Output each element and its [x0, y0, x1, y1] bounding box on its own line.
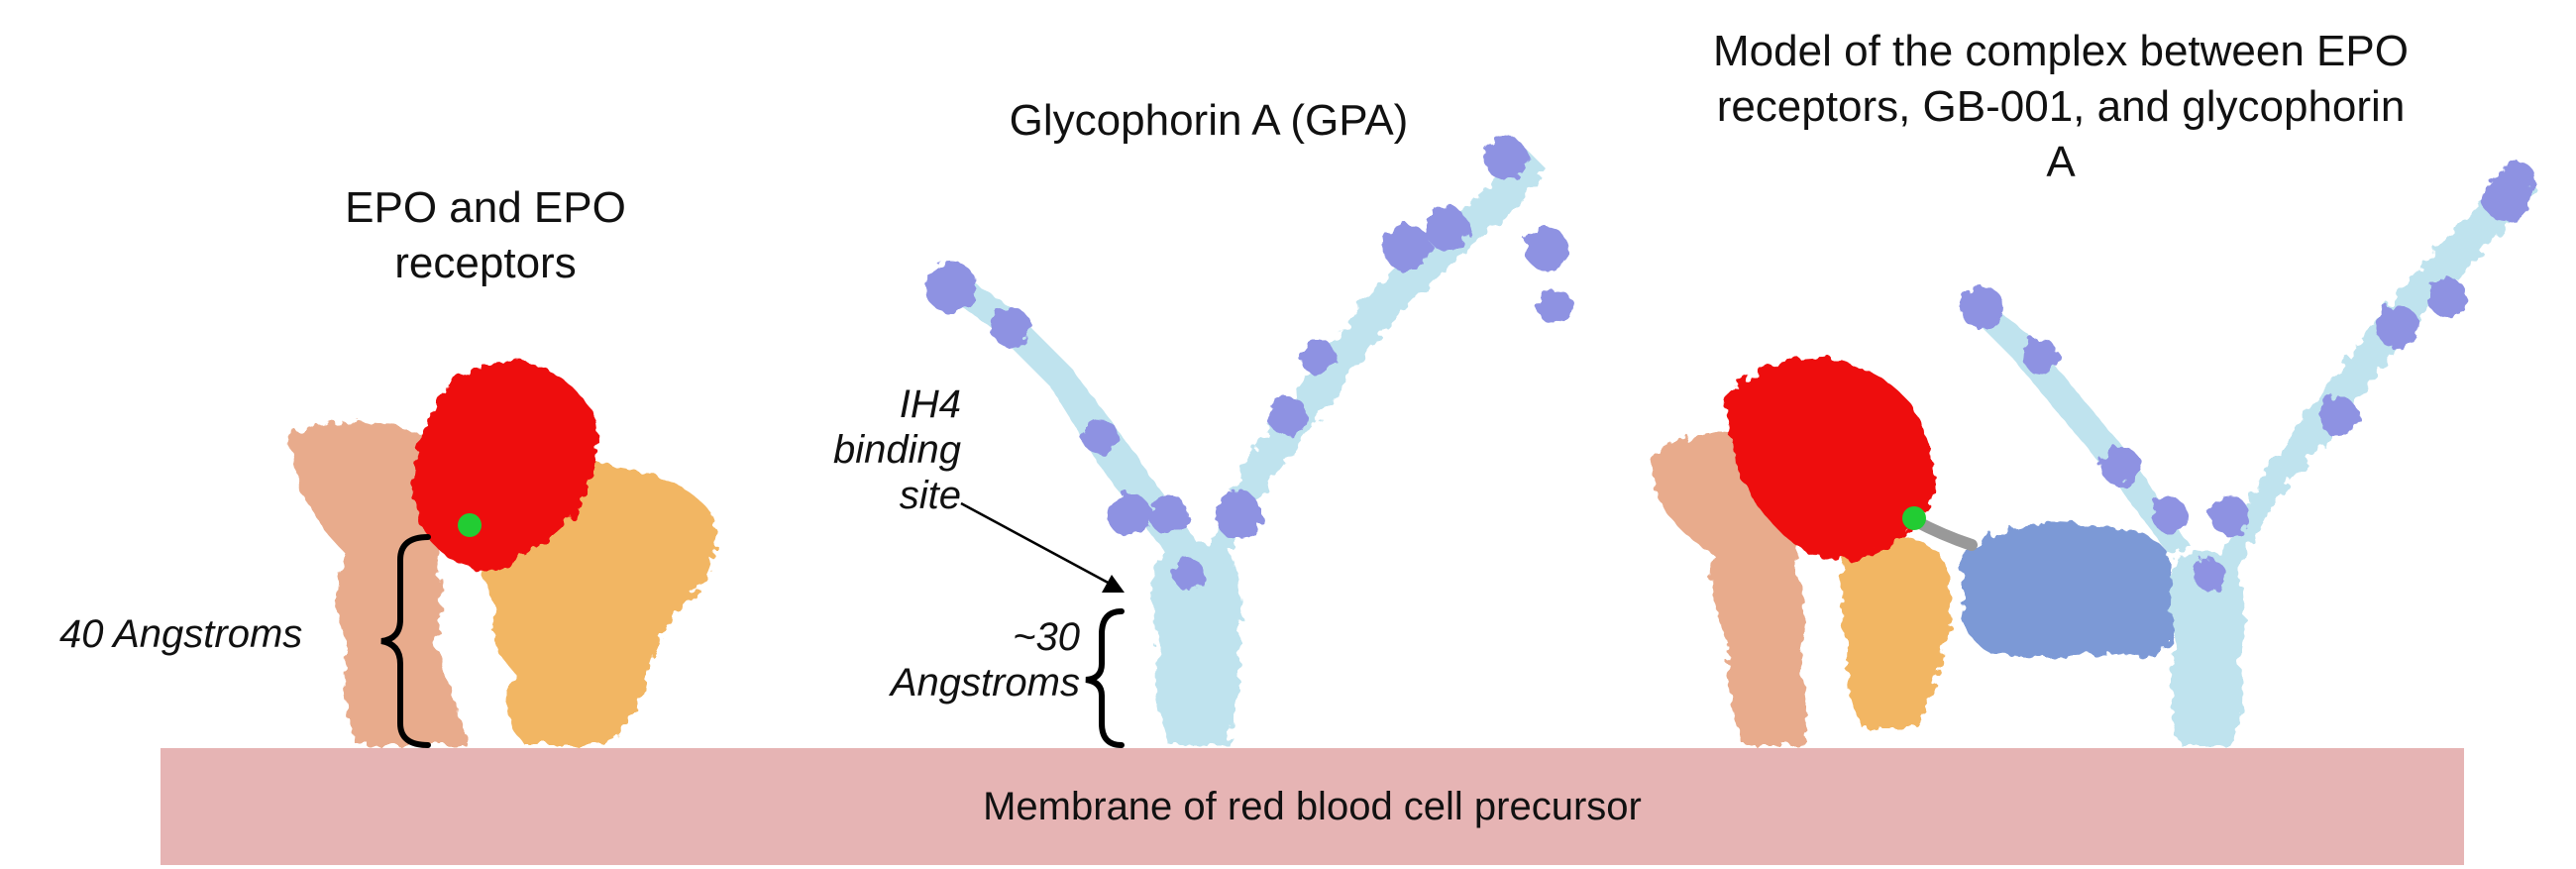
complex-title: Model of the complex between EPO recepto… — [1713, 27, 2409, 186]
gpa-distance-label: ~30 Angstroms — [890, 615, 1080, 705]
epo-distance-bracket — [380, 534, 431, 748]
ih4-arrow-head — [1102, 575, 1125, 593]
ternary-complex — [1538, 161, 2536, 745]
cell-membrane — [161, 748, 2464, 865]
ih4-arrow-line — [960, 501, 1113, 587]
epo-title: EPO and EPO receptors — [345, 183, 626, 287]
complex-epo-molecule — [1724, 357, 1935, 561]
complex-gpa-right-arm — [2219, 168, 2536, 565]
gpa-right-arm — [1204, 149, 1546, 565]
epo-distance-label: 40 Angstroms — [59, 612, 303, 656]
gpa-left-arm — [931, 268, 1199, 565]
gpa-stem — [1151, 543, 1242, 745]
glycophorin-a — [925, 137, 1567, 745]
gpa-distance-bracket — [1085, 608, 1125, 748]
antibody-fragment — [1961, 523, 2175, 658]
membrane-label: Membrane of red blood cell precursor — [983, 784, 1642, 828]
complex-epo-receptor-b — [1841, 532, 1952, 728]
complex-gb001-molecule — [1902, 506, 1926, 530]
ih4-binding-site-label: IH4 binding site — [832, 382, 961, 517]
gb001-molecule — [458, 513, 482, 537]
gpa-title: Glycophorin A (GPA) — [1009, 96, 1409, 145]
complex-gpa-stem — [2171, 551, 2244, 745]
epo-receptor-complex — [287, 361, 715, 745]
epo-molecule — [412, 361, 597, 571]
